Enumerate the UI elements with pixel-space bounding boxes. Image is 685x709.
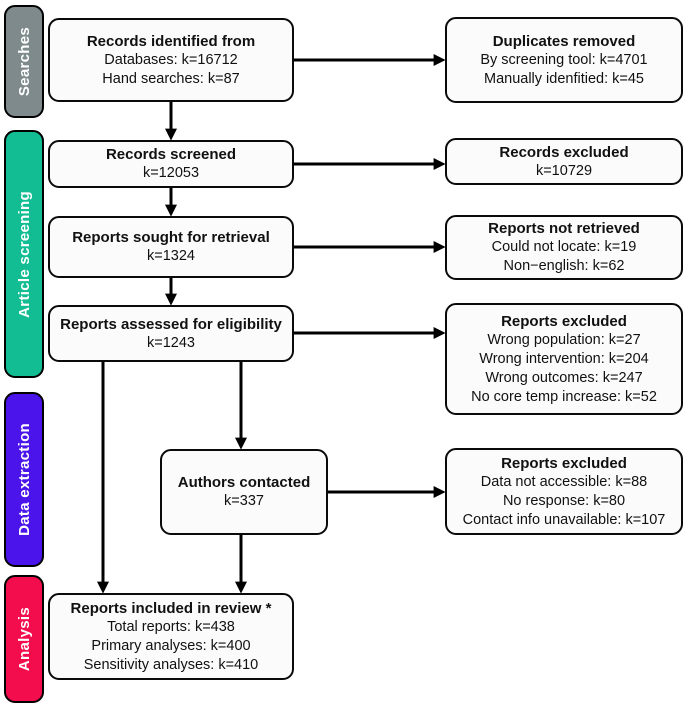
- box-reports-not-retrieved: Reports not retrieved Could not locate: …: [445, 215, 683, 280]
- box-reports-sought-title: Reports sought for retrieval: [72, 229, 270, 246]
- box-records-identified-line: Databases: k=16712: [104, 51, 238, 68]
- phase-label-article-screening: Article screening: [15, 190, 33, 318]
- phase-bar-data-extraction: Data extraction: [4, 392, 44, 567]
- phase-bar-article-screening: Article screening: [4, 130, 44, 378]
- box-reports-sought: Reports sought for retrieval k=1324: [48, 216, 294, 278]
- box-reports-excluded-contact-line: Contact info unavailable: k=107: [462, 511, 666, 528]
- phase-bar-analysis: Analysis: [4, 575, 44, 703]
- box-reports-not-retrieved-line: Non−english: k=62: [503, 258, 625, 274]
- phase-bar-searches: Searches: [4, 5, 44, 118]
- box-records-screened-title: Records screened: [105, 146, 237, 163]
- box-reports-not-retrieved-title: Reports not retrieved: [488, 220, 640, 237]
- box-authors-contacted-title: Authors contacted: [177, 474, 311, 491]
- box-authors-contacted: Authors contacted k=337: [160, 449, 328, 535]
- box-reports-included-line: Total reports: k=438: [107, 618, 235, 635]
- box-reports-excluded-contact-line: No response: k=80: [502, 492, 626, 509]
- box-records-excluded-line: k=10729: [535, 162, 593, 179]
- box-reports-excluded-contact-line: Data not accessible: k=88: [480, 473, 648, 490]
- box-duplicates-removed-line: Manually idenfitied: k=45: [483, 70, 644, 87]
- box-reports-excluded-contact-title: Reports excluded: [501, 454, 627, 472]
- box-reports-included-line: Sensitivity analyses: k=410: [83, 656, 259, 673]
- box-reports-excluded-contact: Reports excluded Data not accessible: k=…: [445, 448, 683, 535]
- box-reports-not-retrieved-line: Could not locate: k=19: [491, 239, 637, 255]
- box-records-screened: Records screened k=12053: [48, 140, 294, 188]
- box-reports-included: Reports included in review * Total repor…: [48, 593, 294, 680]
- box-authors-contacted-line: k=337: [224, 493, 264, 509]
- box-duplicates-removed-line: By screening tool: k=4701: [480, 51, 648, 68]
- box-reports-included-title: Reports included in review *: [70, 599, 272, 617]
- box-duplicates-removed-title: Duplicates removed: [492, 32, 636, 50]
- box-reports-excluded-screening-line: Wrong intervention: k=204: [479, 350, 649, 367]
- phase-label-analysis: Analysis: [15, 606, 33, 672]
- box-reports-excluded-screening-line: Wrong population: k=27: [487, 331, 641, 348]
- box-reports-included-line: Primary analyses: k=400: [91, 637, 251, 654]
- box-reports-assessed: Reports assessed for eligibility k=1243: [48, 305, 294, 362]
- box-reports-excluded-screening-title: Reports excluded: [501, 312, 627, 330]
- box-reports-assessed-line: k=1243: [147, 334, 195, 351]
- box-records-identified: Records identified from Databases: k=167…: [48, 18, 294, 102]
- box-records-screened-line: k=12053: [142, 165, 200, 181]
- box-records-excluded: Records excluded k=10729: [445, 138, 683, 185]
- box-records-excluded-title: Records excluded: [499, 143, 629, 161]
- box-reports-sought-line: k=1324: [147, 248, 195, 264]
- box-reports-excluded-screening-line: No core temp increase: k=52: [471, 388, 657, 405]
- box-reports-assessed-title: Reports assessed for eligibility: [60, 315, 282, 333]
- phase-label-data-extraction: Data extraction: [15, 423, 33, 536]
- phase-label-searches: Searches: [15, 26, 33, 97]
- box-records-identified-line: Hand searches: k=87: [102, 70, 240, 87]
- box-reports-excluded-screening-line: Wrong outcomes: k=247: [485, 369, 643, 386]
- box-reports-excluded-screening: Reports excluded Wrong population: k=27 …: [445, 303, 683, 415]
- box-duplicates-removed: Duplicates removed By screening tool: k=…: [445, 17, 683, 103]
- box-records-identified-title: Records identified from: [86, 32, 256, 50]
